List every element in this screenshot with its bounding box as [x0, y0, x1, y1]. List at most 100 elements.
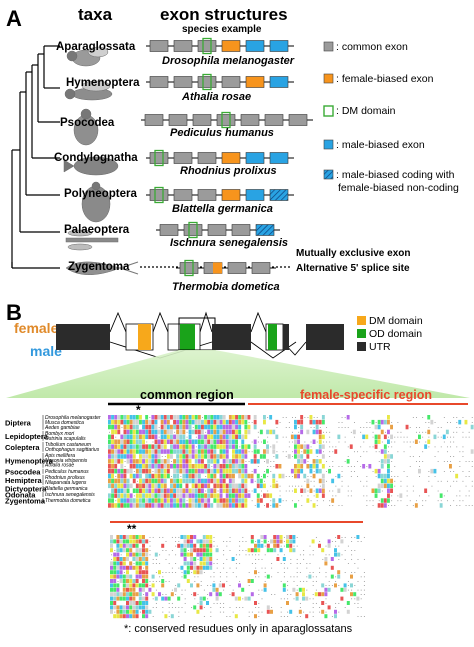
alignment-cell — [241, 449, 245, 454]
alignment-cell — [191, 429, 195, 435]
alignment-cell — [343, 587, 347, 592]
alignment-gap — [261, 598, 263, 600]
alignment-gap — [351, 598, 353, 600]
alignment-gap — [453, 456, 455, 458]
alignment-cell — [340, 596, 344, 601]
alignment-cell — [158, 570, 161, 575]
alignment-cell — [210, 415, 214, 420]
alignment-cell — [215, 548, 219, 553]
alignment-cell — [201, 468, 204, 474]
alignment-cell — [166, 503, 170, 508]
alignment-gap — [453, 471, 455, 472]
alignment-cell — [275, 464, 279, 469]
alignment-cell — [318, 468, 322, 474]
alignment-cell — [142, 419, 145, 425]
alignment-cell — [202, 539, 206, 544]
alignment-gap — [357, 616, 359, 617]
dm-exon — [197, 40, 217, 52]
alignment-cell — [216, 483, 220, 489]
alignment-gap — [310, 446, 312, 448]
alignment-cell — [232, 415, 235, 420]
alignment-cell — [151, 429, 155, 435]
alignment-cell — [273, 543, 277, 548]
alignment-gap — [369, 422, 371, 423]
alignment-cell — [191, 498, 195, 503]
alignment-gap — [409, 456, 411, 458]
alignment-gap — [229, 607, 231, 608]
alignment-gap — [245, 554, 247, 556]
alignment-cell — [362, 434, 366, 440]
alignment-gap — [279, 485, 281, 487]
alignment-cell — [166, 464, 170, 469]
alignment-cell — [232, 464, 235, 469]
alignment-cell — [170, 503, 173, 508]
alignment-cell — [116, 574, 120, 579]
alignment-cell — [201, 498, 204, 503]
alignment-cell — [297, 419, 300, 425]
alignment-cell — [135, 592, 139, 597]
alignment-cell — [207, 429, 211, 435]
alignment-cell — [138, 574, 142, 579]
bug-icon — [63, 156, 119, 176]
alignment-gap — [257, 431, 259, 433]
alignment-gap — [186, 500, 188, 502]
alignment-gap — [248, 490, 250, 492]
alignment-gap — [207, 594, 209, 595]
alignment-gap — [353, 422, 355, 423]
species-row-label: Thermobia dometica — [45, 498, 91, 504]
alignment-cell — [244, 498, 248, 503]
alignment-gap — [462, 480, 464, 482]
alignment-cell — [241, 419, 245, 425]
alignment-cell — [129, 561, 133, 566]
alignment-gap — [357, 607, 359, 608]
alignment-gap — [415, 427, 417, 428]
alignment-gap — [255, 563, 257, 564]
alignment-cell — [129, 434, 133, 440]
alignment-gap — [325, 585, 327, 586]
alignment-cell — [120, 444, 124, 449]
species-row-label: Ischnura senegalensis — [45, 492, 95, 498]
alignment-cell — [145, 592, 149, 597]
alignment-gap — [213, 572, 215, 573]
alignment-gap — [319, 427, 321, 428]
alignment-cell — [241, 439, 245, 444]
legend-label-hatched-2: female-biased non-coding — [338, 182, 459, 194]
alignment-gap — [271, 607, 273, 608]
alignment-cell — [119, 557, 123, 561]
alignment-cell — [256, 459, 260, 464]
alignment-cell — [204, 424, 207, 430]
alignment-gap — [468, 505, 470, 507]
alignment-cell — [210, 493, 214, 498]
alignment-gap — [216, 558, 218, 560]
alignment-cell — [197, 473, 201, 479]
alignment-gap — [391, 441, 393, 443]
alignment-cell — [114, 468, 118, 474]
alignment-cell — [132, 605, 136, 610]
alignment-cell — [309, 415, 313, 420]
alignment-gap — [309, 572, 311, 573]
alignment-cell — [210, 503, 214, 508]
alignment-gap — [279, 490, 281, 492]
alignment-cell — [113, 579, 117, 583]
alignment-gap — [235, 567, 237, 569]
alignment-cell — [126, 429, 130, 435]
alignment-gap — [165, 594, 167, 595]
alignment-gap — [394, 476, 396, 477]
alignment-cell — [238, 454, 242, 459]
alignment-cell — [185, 493, 189, 498]
alignment-cell — [108, 424, 111, 430]
alignment-cell — [204, 439, 207, 444]
alignment-cell — [123, 434, 127, 440]
alignment-gap — [406, 505, 408, 507]
alignment-cell — [253, 468, 257, 474]
alignment-gap — [283, 576, 285, 578]
alignment-cell — [340, 539, 344, 544]
alignment-cell — [142, 561, 145, 566]
alignment-gap — [325, 611, 327, 613]
alignment-gap — [191, 572, 193, 573]
alignment-cell — [117, 444, 121, 449]
order-label: Dictyoptera — [5, 484, 47, 493]
utr-exon — [283, 324, 289, 350]
alignment-gap — [232, 572, 234, 573]
alignment-cell — [380, 449, 384, 454]
